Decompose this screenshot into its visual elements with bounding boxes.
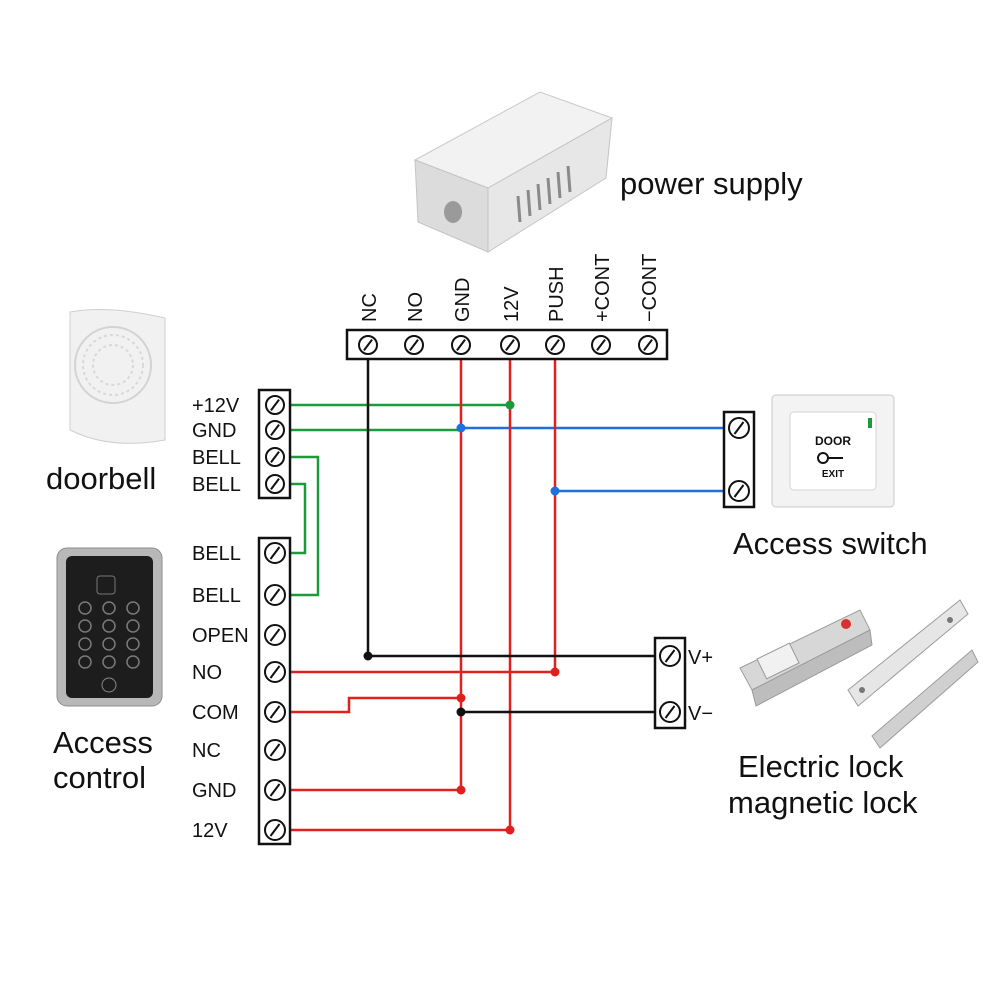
doorbell-terminal-3: BELL [192, 474, 241, 496]
doorbell-terminal-2: BELL [192, 447, 241, 469]
doorbell-terminal-0: +12V [192, 395, 240, 417]
lock-label-line1: Electric lock [738, 749, 904, 784]
keypad-key [102, 637, 116, 651]
wire-green-bell-1 [290, 455, 320, 597]
power-supply-label: power supply [620, 166, 803, 201]
terminal-screw [264, 779, 286, 801]
wire-green-bell-2 [290, 482, 307, 555]
terminal-screw [500, 335, 520, 355]
terminal-screw [659, 701, 681, 723]
power-supply-terminal-4: PUSH [546, 266, 568, 322]
junction-dot [550, 486, 560, 496]
access-control-terminal-4: COM [192, 702, 239, 724]
lock-terminal-1: V− [688, 703, 713, 725]
wires [290, 359, 724, 832]
terminal-screw [265, 474, 285, 494]
access-control-keypad-image [56, 547, 163, 707]
keypad-key [102, 601, 116, 615]
power-supply-screws [358, 335, 658, 355]
terminal-screw [404, 335, 424, 355]
junction-dot [456, 423, 466, 433]
terminal-screw [264, 701, 286, 723]
exit-button-image: DOOR EXIT [771, 394, 895, 508]
access-control-terminal-1: BELL [192, 585, 241, 607]
access-control-terminal-2: OPEN [192, 625, 249, 647]
electric-lock-image [739, 609, 873, 707]
junction-dot [505, 400, 515, 410]
keypad-key [102, 655, 116, 669]
terminal-screw [451, 335, 471, 355]
lock-terminal-labels: V+ V− [688, 647, 713, 725]
access-control-label-line2: control [53, 760, 146, 795]
terminal-screw [728, 480, 750, 502]
terminal-screw [728, 417, 750, 439]
junction-dot [505, 825, 515, 835]
keypad-key [126, 637, 140, 651]
power-supply-terminal-6: −CONT [639, 254, 661, 322]
terminal-screw [264, 739, 286, 761]
junction-dot [363, 651, 373, 661]
access-control-terminal-5: NC [192, 740, 221, 762]
doorbell-label: doorbell [46, 461, 156, 496]
keypad-key [78, 601, 92, 615]
wire-red-gnd-vertical [290, 359, 463, 792]
access-switch-screws [728, 417, 750, 502]
terminal-screw [264, 584, 286, 606]
lock-terminal-0: V+ [688, 647, 713, 669]
power-supply-terminal-labels: NC NO GND 12V PUSH +CONT −CONT [359, 254, 661, 322]
junction-dot [456, 785, 466, 795]
terminal-screw [264, 819, 286, 841]
wire-junctions [363, 400, 560, 835]
power-supply-terminal-2: GND [452, 278, 474, 322]
access-control-terminal-3: NO [192, 662, 222, 684]
power-supply-terminal-5: +CONT [592, 254, 614, 322]
power-supply-image [413, 91, 614, 253]
doorbell-image [69, 309, 166, 444]
terminal-screw [659, 645, 681, 667]
lock-label-line2: magnetic lock [728, 785, 918, 820]
junction-dot [456, 707, 466, 717]
terminal-screw [265, 447, 285, 467]
lock-screws [659, 645, 681, 723]
access-control-label-line1: Access [53, 725, 153, 760]
power-supply-terminal-1: NO [405, 292, 427, 322]
doorbell-terminal-labels: +12V GND BELL BELL [192, 395, 241, 496]
terminal-screw [264, 624, 286, 646]
terminal-screw [264, 661, 286, 683]
keypad-key [78, 619, 92, 633]
terminal-screw [265, 420, 285, 440]
power-supply-terminal-3: 12V [501, 286, 523, 322]
keypad-key [126, 619, 140, 633]
keypad-key [126, 655, 140, 669]
terminal-screw [638, 335, 658, 355]
keypad-key [102, 619, 116, 633]
exit-button-door-text: DOOR [815, 434, 851, 448]
terminal-screw [265, 395, 285, 415]
junction-dot [550, 667, 560, 677]
terminal-screw [591, 335, 611, 355]
terminal-screw [545, 335, 565, 355]
wire-red-com [290, 696, 461, 714]
power-supply-terminal-0: NC [359, 293, 381, 322]
keypad-keys [78, 601, 140, 669]
access-control-terminal-6: GND [192, 780, 236, 802]
terminal-screw [264, 542, 286, 564]
doorbell-terminal-1: GND [192, 420, 236, 442]
terminal-screw [358, 335, 378, 355]
access-control-terminal-0: BELL [192, 543, 241, 565]
junction-dot [456, 693, 466, 703]
magnetic-lock-image [847, 599, 979, 749]
access-control-screws [264, 542, 286, 841]
doorbell-screws [265, 395, 285, 494]
access-control-terminal-7: 12V [192, 820, 228, 842]
access-switch-label: Access switch [733, 526, 928, 561]
keypad-key [78, 637, 92, 651]
keypad-key [78, 655, 92, 669]
keypad-key [126, 601, 140, 615]
access-control-terminal-labels: BELL BELL OPEN NO COM NC GND 12V [192, 543, 249, 842]
exit-button-exit-text: EXIT [822, 469, 844, 480]
